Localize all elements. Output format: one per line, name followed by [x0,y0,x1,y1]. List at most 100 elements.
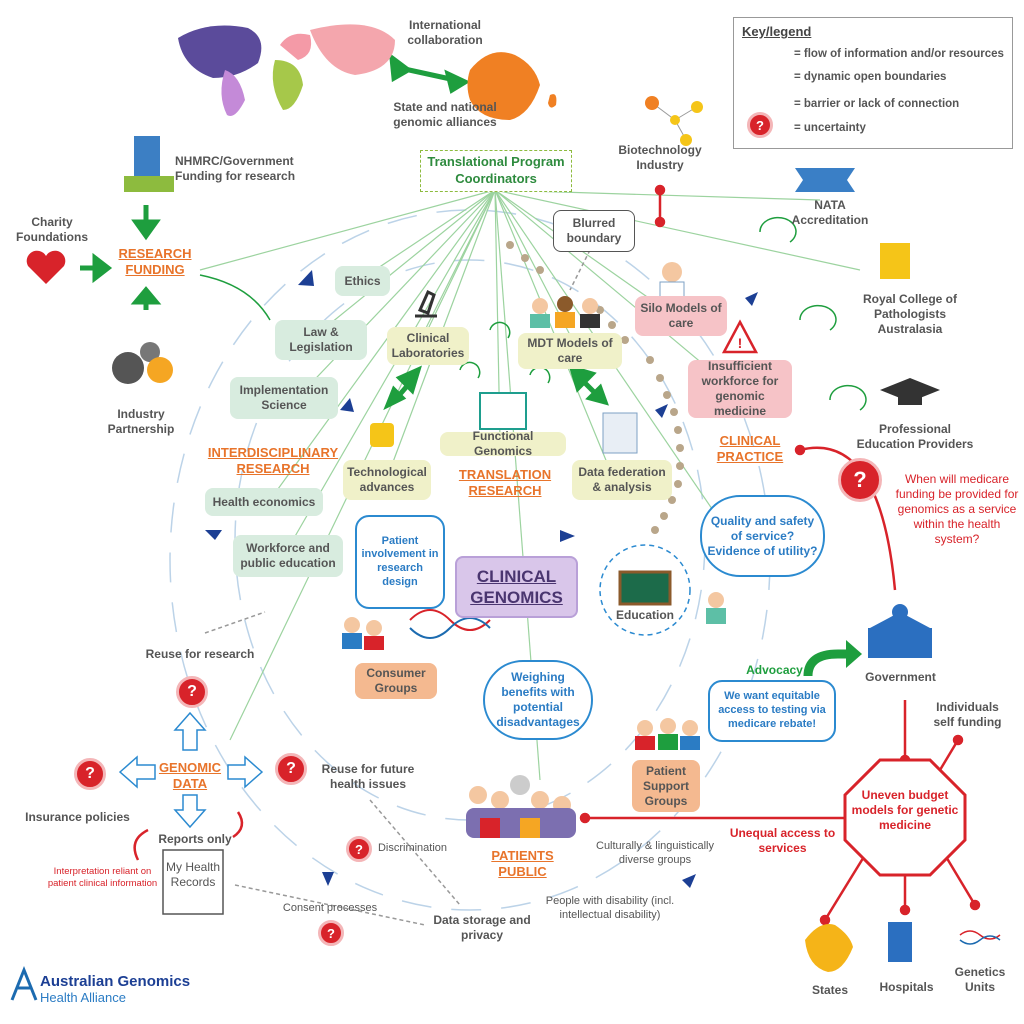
patients-public-title: PATIENTS PUBLIC [491,848,554,879]
hospital-icon [888,922,912,962]
reports-only-label: Reports only [158,832,232,846]
warning-icon [721,319,759,354]
clinical-genomics-box: CLINICAL GENOMICS [455,556,578,618]
implementation-box: Implementation Science [230,377,338,419]
crowd-icon [466,775,576,838]
ribbon-icon [795,168,855,192]
support-people-icon [635,718,700,750]
translational-coordinators-box: Translational Program Coordinators [420,150,572,192]
uncertainty-icon-discrimination: ? [346,836,372,862]
uncertainty-icon-medicare: ? [838,458,882,502]
reuse-research-label: Reuse for research [145,647,255,661]
interpretation-note: Interpretation reliant on patient clinic… [47,866,158,889]
genetics-units-label: Genetics Units [954,965,1006,994]
government-building-icon [868,604,932,658]
storage-label: Data storage and privacy [433,913,531,942]
uncertainty-icon-reuse: ? [176,676,208,708]
dna-small-icon [959,930,1001,945]
medicare-question: When will medicare funding be provided f… [895,472,1019,546]
international-collab-label: International collaboration [407,18,483,47]
industry-label: Industry Partnership [107,407,175,436]
disability-label: People with disability (incl. intellectu… [545,895,675,921]
law-box: Law & Legislation [275,320,367,360]
microscope-icon [415,289,437,318]
mdt-box: MDT Models of care [518,333,622,369]
uncertainty-icon-future: ? [275,753,307,785]
graduation-cap-icon [880,378,940,402]
weighing-bubble: Weighing benefits with potential disadva… [483,660,593,740]
education-label: Education [615,608,674,622]
logo-icon [10,965,38,1001]
states-map-icon [805,924,853,972]
chalkboard-icon [618,570,672,606]
clinical-practice-title: CLINICAL PRACTICE [716,433,784,464]
my-health-records-label: My Health Records [165,860,221,889]
insurance-label: Insurance policies [25,810,130,824]
ethics-box: Ethics [335,266,390,296]
insufficient-workforce-box: Insufficient workforce for genomic medic… [688,359,792,418]
legend-barrier: = barrier or lack of connection [794,98,960,110]
patient-involvement-bubble: Patient involvement in research design [355,515,445,609]
unequal-access-label: Unequal access to services [729,826,836,855]
workforce-ed-box: Workforce and public education [233,535,343,577]
research-funding-title: RESEARCH FUNDING [118,246,192,277]
chip-icon [370,423,394,447]
nurse-icon [706,592,726,624]
legend-title: Key/legend [742,24,812,39]
report-icon [602,412,638,454]
gears-icon [112,352,144,384]
australia-map-icon [467,52,540,121]
legend-dynamic: = dynamic open boundaries [794,71,947,83]
self-funding-label: Individuals self funding [933,700,1002,729]
legend: Key/legend = flow of information and/or … [733,17,1013,149]
silo-models-box: Silo Models of care [635,296,727,336]
equitable-bubble: We want equitable access to testing via … [708,680,836,742]
advocacy-label: Advocacy [746,663,803,677]
nhmrc-label: NHMRC/Government Funding for research [175,154,296,183]
mdt-team-icon [530,296,600,328]
genomic-data-title: GENOMIC DATA [158,760,222,791]
logo-line2: Health Alliance [40,990,126,1005]
charity-label: Charity Foundations [16,215,88,244]
data-federation-box: Data federation & analysis [572,460,672,500]
translation-title: TRANSLATION RESEARCH [458,467,552,498]
interdisciplinary-title: INTERDISCIPLINARY RESEARCH [207,445,339,476]
cald-label: Culturally & linguistically diverse grou… [596,840,714,866]
biotech-label: Biotechnology Industry [618,143,702,172]
consent-label: Consent processes [282,902,378,914]
blurred-boundary-box: Blurred boundary [553,210,635,252]
document-icon [162,849,224,915]
quality-bubble: Quality and safety of service? Evidence … [700,495,825,577]
hospitals-label: Hospitals [879,980,934,994]
rcpa-label: Royal College of Pathologists Australasi… [862,292,957,336]
consumer-people-icon [342,617,384,650]
tech-advances-box: Technological advances [343,460,431,500]
logo-line1: Australian Genomics [40,973,191,990]
doctor-icon [659,262,685,299]
heart-icon [26,250,66,284]
clinical-labs-box: Clinical Laboratories [387,327,469,365]
consumer-groups-box: Consumer Groups [355,663,437,699]
world-map-icon [178,24,395,116]
government-label: Government [865,670,936,684]
functional-genomics-box: Functional Genomics [440,429,566,458]
states-label: States [811,983,849,997]
legend-uncertainty-icon: ? [747,112,773,138]
state-alliances-label: State and national genomic alliances [393,100,497,129]
education-providers-label: Professional Education Providers [856,422,974,451]
svg-text:!: ! [738,335,743,351]
legend-flow: = flow of information and/or resources [794,48,1004,60]
patient-support-box: Patient Support Groups [632,760,700,812]
uncertainty-icon-consent: ? [318,920,344,946]
certificate-icon [880,243,910,279]
reuse-future-label: Reuse for future health issues [321,762,415,791]
discrimination-label: Discrimination [377,842,448,854]
lab-screen-icon [479,392,527,430]
legend-uncertainty: = uncertainty [794,122,866,134]
nata-label: NATA Accreditation [791,198,869,227]
health-econ-box: Health economics [205,488,323,516]
uneven-budget-label: Uneven budget models for genetic medicin… [851,788,959,832]
molecule-icon [645,96,703,146]
